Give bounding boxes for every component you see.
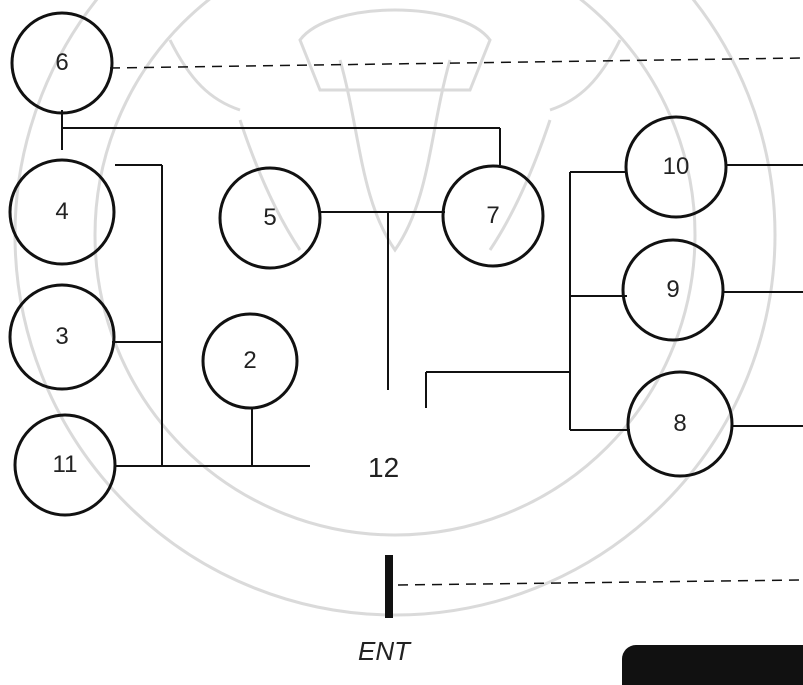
dark-corner-shape [622,645,803,685]
floor-plan-diagram [8,0,803,618]
node-label-7: 7 [486,202,500,229]
node-circle-9 [621,238,725,342]
node-circle-6 [10,11,114,115]
watermark-seal [13,0,777,617]
node-circle-4 [8,158,116,266]
node-circle-5 [218,166,322,270]
node-label-6: 6 [55,49,69,76]
connector-lines [61,110,803,467]
node-label-11: 11 [52,451,78,478]
node-circle-2 [201,312,299,410]
node-circle-11 [13,413,117,517]
node-circles [8,11,734,517]
entrance-label: ENT [358,636,410,666]
dashed-lines [109,57,803,586]
node-circle-3 [8,283,116,391]
node-label-9: 9 [666,276,680,303]
node-label-8: 8 [673,410,687,437]
node-label-2: 2 [243,347,257,374]
area-label-12: 12 [368,452,400,483]
node-circle-8 [626,370,734,478]
node-label-3: 3 [55,323,69,350]
entrance-marker [385,555,393,618]
node-label-4: 4 [55,198,69,225]
node-circle-7 [441,164,545,268]
node-circle-10 [624,115,728,219]
node-label-5: 5 [263,204,277,231]
node-label-10: 10 [662,153,690,180]
